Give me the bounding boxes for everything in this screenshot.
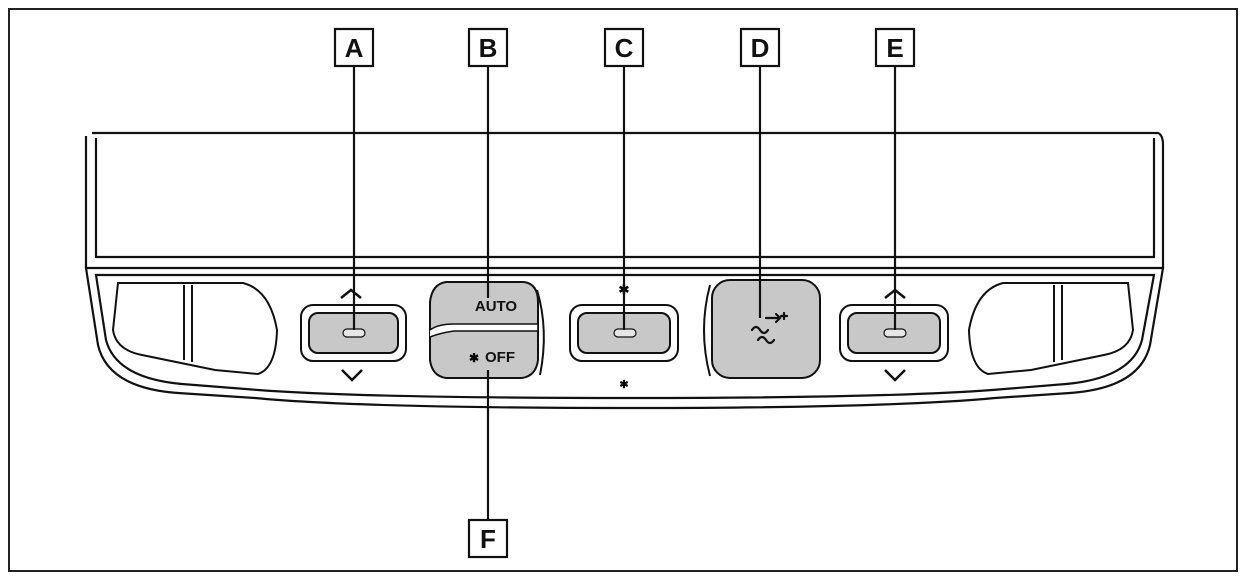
off-button-label[interactable]: OFF	[485, 349, 515, 366]
callout-label-c: C	[615, 33, 634, 63]
right-temperature-control[interactable]	[839, 288, 949, 382]
left-temp-indicator	[342, 328, 366, 338]
left-vent-frame	[111, 282, 279, 376]
callout-b: B	[467, 27, 509, 68]
panel-lower-outline	[84, 266, 1165, 410]
right-temp-indicator	[883, 328, 907, 338]
leader-lines	[352, 65, 897, 520]
callout-box-e	[874, 27, 916, 68]
defroster-arrow	[764, 312, 782, 324]
callout-d: D	[739, 27, 781, 68]
defroster-wave-2	[756, 335, 776, 345]
chevron-down-icon[interactable]	[341, 369, 363, 382]
panel-top-edge	[92, 131, 1165, 268]
control-panel	[84, 131, 1165, 410]
defroster-plus	[779, 311, 789, 321]
chevron-up-icon[interactable]	[340, 288, 362, 299]
defroster-wave-1	[750, 325, 770, 335]
panel-lower-inner	[94, 273, 1156, 400]
callout-a: A	[333, 27, 375, 68]
auto-off-right-bracket	[536, 289, 545, 376]
fan-speed-indicator	[613, 328, 637, 338]
callout-label-d: D	[751, 33, 770, 63]
fan-icon: ✱	[469, 351, 479, 365]
auto-button-label[interactable]: AUTO	[475, 298, 518, 315]
callout-label-e: E	[886, 33, 903, 63]
defroster-left-bracket	[703, 284, 711, 377]
callout-box-f	[467, 518, 509, 559]
callout-box-b	[467, 27, 509, 68]
callout-label-f: F	[480, 524, 496, 554]
auto-off-control[interactable]: AUTO ✱ OFF	[429, 281, 545, 379]
rear-defroster-button[interactable]	[711, 279, 821, 379]
callout-e: E	[874, 27, 916, 68]
right-vent-frame	[967, 282, 1135, 376]
callout-box-c	[603, 27, 645, 68]
chevron-down-icon[interactable]	[884, 369, 906, 382]
right-air-vent	[967, 282, 1135, 376]
rear-defroster-control[interactable]	[703, 279, 821, 379]
left-air-vent	[111, 282, 279, 376]
fan-low-icon[interactable]: ✱	[619, 379, 628, 391]
callout-f: F	[467, 518, 509, 559]
callout-label-a: A	[345, 33, 364, 63]
auto-off-separator	[429, 323, 539, 338]
callout-label-b: B	[479, 33, 498, 63]
callout-box-a	[333, 27, 375, 68]
rear-defroster-icon	[750, 311, 789, 345]
callout-c: C	[603, 27, 645, 68]
callout-box-d	[739, 27, 781, 68]
left-temperature-control[interactable]	[300, 288, 407, 382]
